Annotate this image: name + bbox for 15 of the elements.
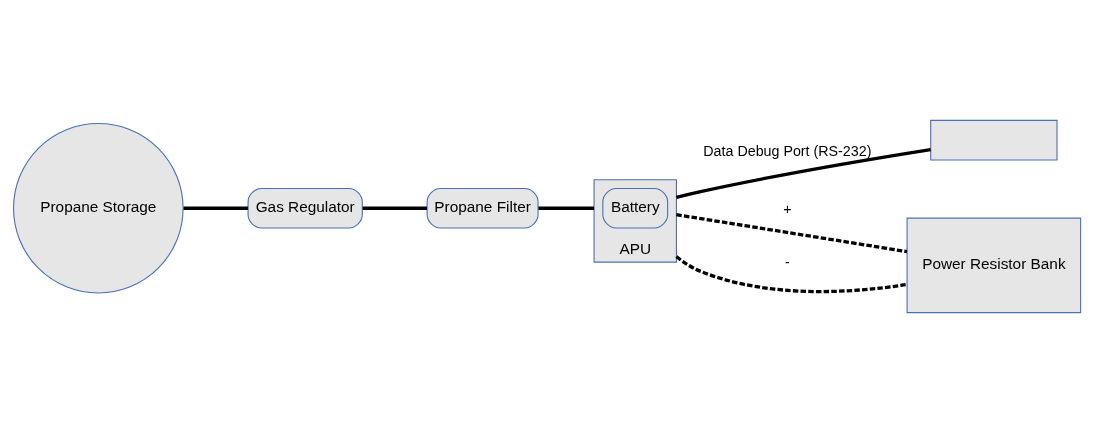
connector (183, 206, 248, 210)
connector (362, 206, 427, 210)
connector (676, 213, 908, 254)
connector (675, 255, 908, 294)
connector (538, 206, 595, 210)
node-circle: Propane Storage (12, 122, 184, 294)
connector (676, 147, 931, 199)
edge-label: + (783, 201, 792, 218)
node-box (930, 119, 1058, 161)
edge-label: Data Debug Port (RS-232) (703, 142, 872, 159)
node-box: Power Resistor Bank (906, 217, 1082, 314)
node-box: Battery (602, 187, 669, 229)
node-box: Gas Regulator (247, 187, 363, 229)
node-box: Propane Filter (426, 187, 539, 229)
edge-label: - (784, 253, 790, 270)
